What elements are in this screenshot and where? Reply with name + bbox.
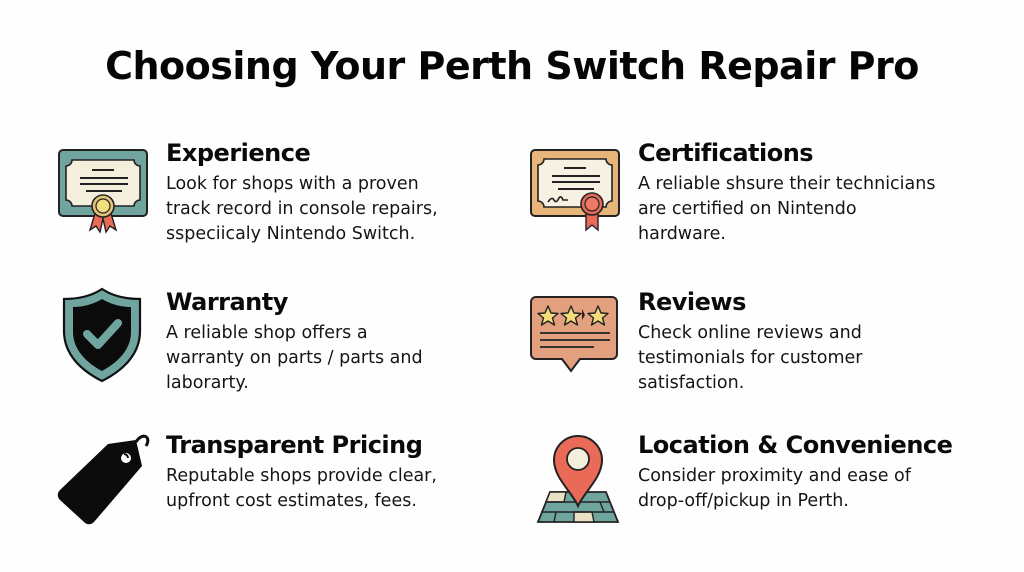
feature-description: Reputable shops provide clear, upfront c…: [166, 466, 437, 511]
feature-transparent-pricing: Transparent Pricing Reputable shops prov…: [56, 430, 496, 550]
feature-heading: Reviews: [638, 288, 746, 316]
feature-heading: Transparent Pricing: [166, 431, 423, 459]
certificate-teal-icon: [56, 146, 152, 242]
feature-heading: Certifications: [638, 139, 814, 167]
feature-location-convenience: Location & Convenience Consider proximit…: [528, 430, 968, 550]
price-tag-icon: [56, 430, 152, 526]
feature-experience: Experience Look for shops with a proven …: [56, 138, 496, 258]
feature-description: A reliable shop offers a warranty on par…: [166, 323, 423, 393]
feature-heading: Experience: [166, 139, 311, 167]
review-stars-bubble-icon: [528, 293, 624, 389]
feature-heading: Warranty: [166, 288, 288, 316]
feature-reviews: Reviews Check online reviews and testimo…: [528, 287, 968, 407]
certificate-signed-icon: [528, 146, 624, 242]
map-pin-icon: [534, 432, 622, 528]
feature-description: Look for shops with a proven track recor…: [166, 174, 438, 244]
feature-description: Consider proximity and ease of drop-off/…: [638, 466, 911, 511]
feature-heading: Location & Convenience: [638, 431, 953, 459]
feature-warranty: Warranty A reliable shop offers a warran…: [56, 287, 496, 407]
feature-description: A reliable shsure their technicians are …: [638, 174, 936, 244]
feature-description: Check online reviews and testimonials fo…: [638, 323, 863, 393]
feature-certifications: Certifications A reliable shsure their t…: [528, 138, 968, 258]
shield-check-icon: [60, 287, 156, 383]
page-title: Choosing Your Perth Switch Repair Pro: [105, 44, 919, 88]
